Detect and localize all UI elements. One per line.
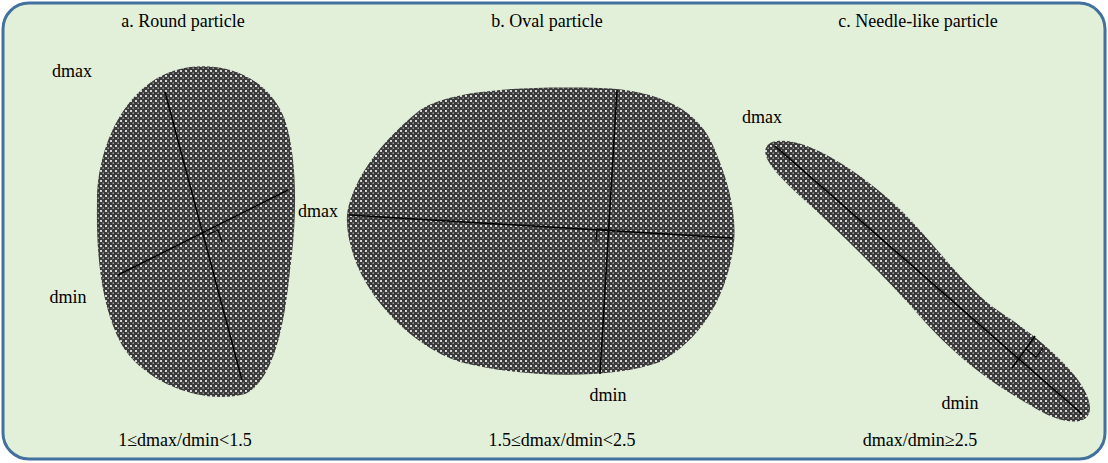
dmax-line <box>775 146 1082 414</box>
dimension-label: dmin <box>587 386 628 406</box>
ratio-criterion: 1≤dmax/dmin<1.5 <box>118 431 252 451</box>
dmin-line <box>1012 336 1035 368</box>
panel-heading: a. Round particle <box>121 12 244 32</box>
dimension-label: dmax <box>50 62 94 82</box>
dmin-line <box>600 90 617 374</box>
dimension-label: dmax <box>740 108 784 128</box>
ratio-criterion: 1.5≤dmax/dmin<2.5 <box>488 431 635 451</box>
panel-heading: c. Needle-like particle <box>838 12 997 32</box>
needle-particle <box>765 141 1090 422</box>
ratio-criterion: dmax/dmin≥2.5 <box>863 431 977 451</box>
panel <box>3 3 1105 459</box>
round-particle <box>97 66 295 397</box>
dimension-label: dmax <box>296 202 340 222</box>
dimension-label: dmin <box>47 288 88 308</box>
oval-particle <box>347 88 735 375</box>
dmax-line <box>349 215 733 238</box>
dmax-line <box>165 92 242 380</box>
panel-heading: b. Oval particle <box>491 12 602 32</box>
right-angle <box>596 229 611 242</box>
dimension-label: dmin <box>939 394 980 414</box>
right-angle <box>207 230 222 242</box>
dmin-line <box>118 190 288 275</box>
right-angle <box>1026 348 1043 357</box>
